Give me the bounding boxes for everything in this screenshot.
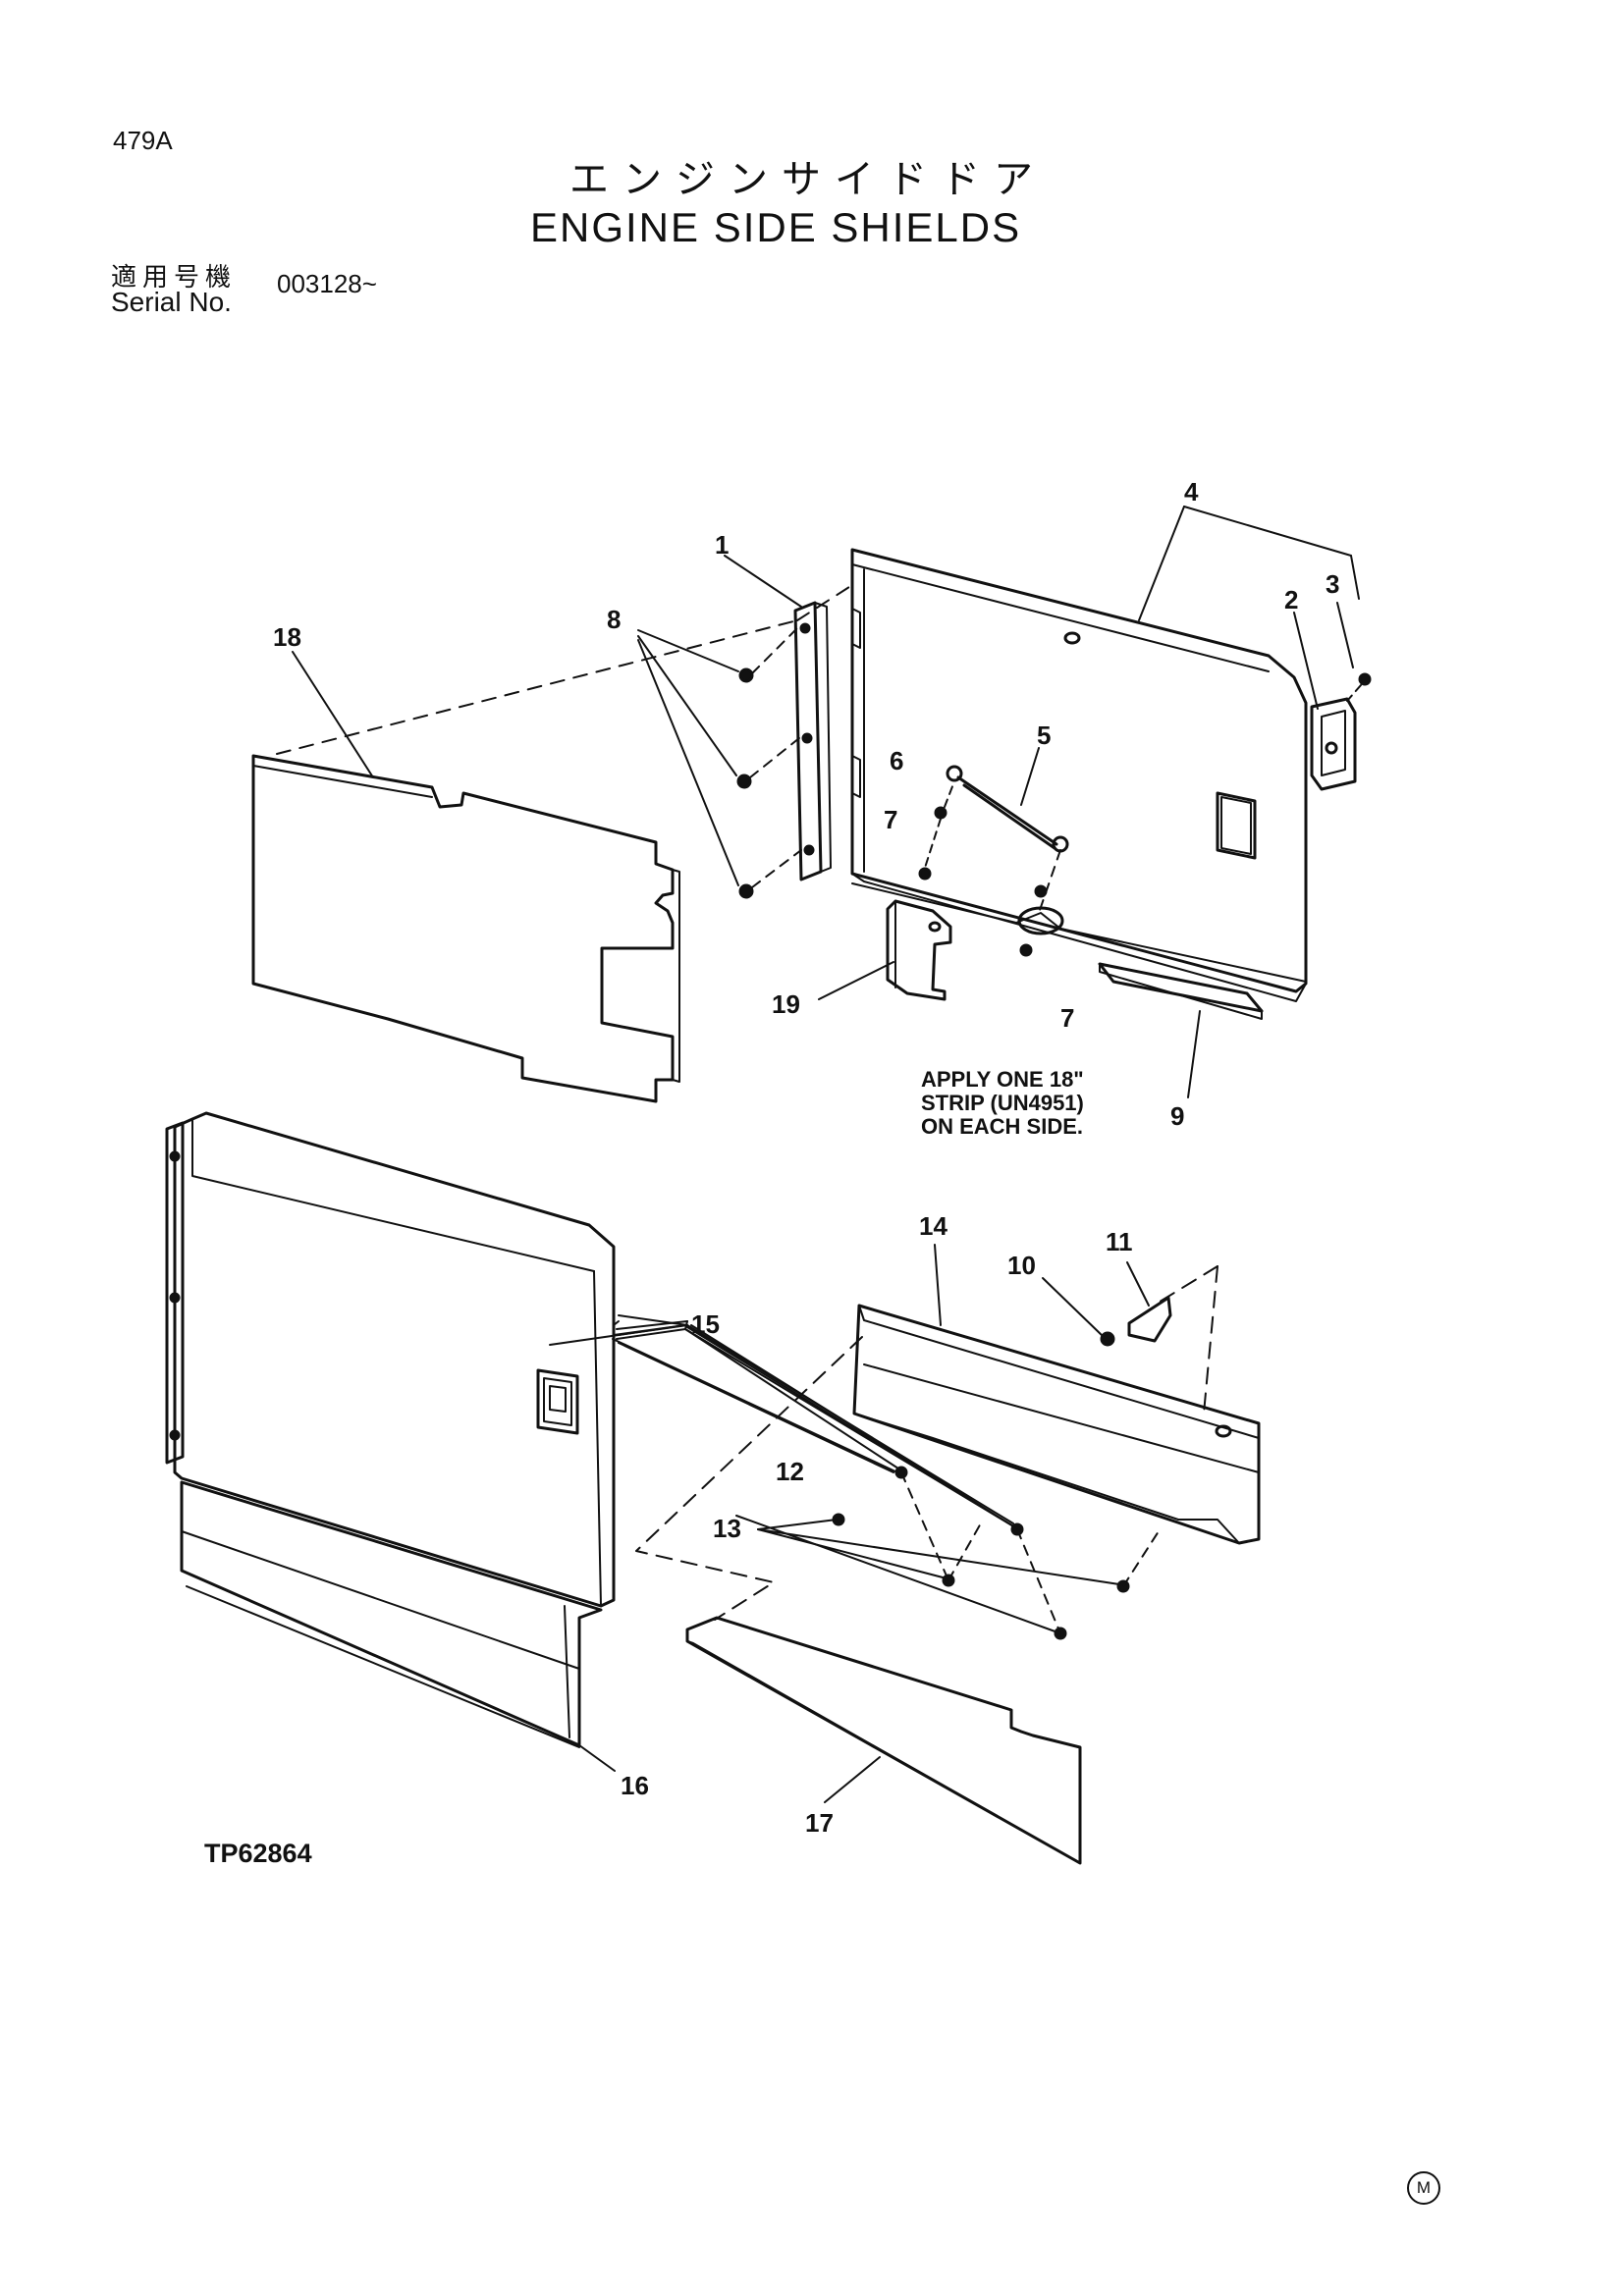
callout-11: 11 <box>1106 1227 1133 1256</box>
callout-2: 2 <box>1284 585 1298 614</box>
title-japanese: エンジンサイドドア <box>569 157 1047 202</box>
leader-lines <box>292 506 1360 1803</box>
callout-4: 4 <box>1184 477 1199 507</box>
assembly-note: APPLY ONE 18" STRIP (UN4951) ON EACH SID… <box>921 1068 1084 1139</box>
part-12-13-fasteners <box>832 1466 1160 1640</box>
phantom-lines-lower <box>635 1265 1218 1621</box>
part-10-11-clip <box>1100 1296 1172 1347</box>
note-line-2: STRIP (UN4951) <box>921 1091 1084 1115</box>
part-5-strut <box>946 765 1069 914</box>
note-line-3: ON EACH SIDE. <box>921 1114 1084 1139</box>
callout-3: 3 <box>1326 569 1339 599</box>
phantom-lines-18 <box>276 584 853 755</box>
part-16-skirt <box>180 1480 603 1748</box>
part-17-panel <box>685 1616 1082 1865</box>
part-15-door <box>165 1111 616 1608</box>
part-14-rail <box>852 1304 1261 1545</box>
drawing-number: TP62864 <box>204 1839 312 1868</box>
callout-17: 17 <box>805 1808 834 1838</box>
part-8-bolts <box>637 627 802 899</box>
callout-8: 8 <box>607 605 621 634</box>
callout-5: 5 <box>1037 721 1051 750</box>
part-18-panel <box>251 754 680 1103</box>
callout-10: 10 <box>1007 1251 1036 1280</box>
callout-1: 1 <box>715 530 729 560</box>
callout-19: 19 <box>772 989 800 1019</box>
serial-label-japanese: 適用号機 <box>111 263 238 293</box>
page-id: 479A <box>113 126 173 155</box>
part-2-latch <box>1310 672 1372 791</box>
callout-7-upper: 7 <box>884 805 897 834</box>
callout-9: 9 <box>1170 1101 1184 1131</box>
part-1-hinge <box>793 601 832 881</box>
note-line-1: APPLY ONE 18" <box>921 1067 1084 1092</box>
callout-14: 14 <box>919 1211 947 1241</box>
part-6-7-hardware <box>918 780 1048 957</box>
callout-18: 18 <box>273 622 301 652</box>
part-9-strip <box>1098 962 1264 1020</box>
circled-m-mark: M <box>1407 2171 1440 2205</box>
callout-15: 15 <box>691 1309 720 1339</box>
title-english: ENGINE SIDE SHIELDS <box>530 204 1022 250</box>
callout-13: 13 <box>713 1514 741 1543</box>
callout-labels: 1 2 3 4 5 6 7 7 8 9 10 11 12 13 14 15 16… <box>273 477 1339 1838</box>
callout-7-lower: 7 <box>1060 1003 1074 1033</box>
callout-12: 12 <box>776 1457 804 1486</box>
part-4-door <box>850 548 1308 1002</box>
callout-16: 16 <box>621 1771 649 1800</box>
part-19-bracket <box>886 899 952 1001</box>
callout-6: 6 <box>890 746 903 775</box>
serial-value: 003128~ <box>277 269 377 298</box>
serial-label-english: Serial No. <box>111 287 232 317</box>
